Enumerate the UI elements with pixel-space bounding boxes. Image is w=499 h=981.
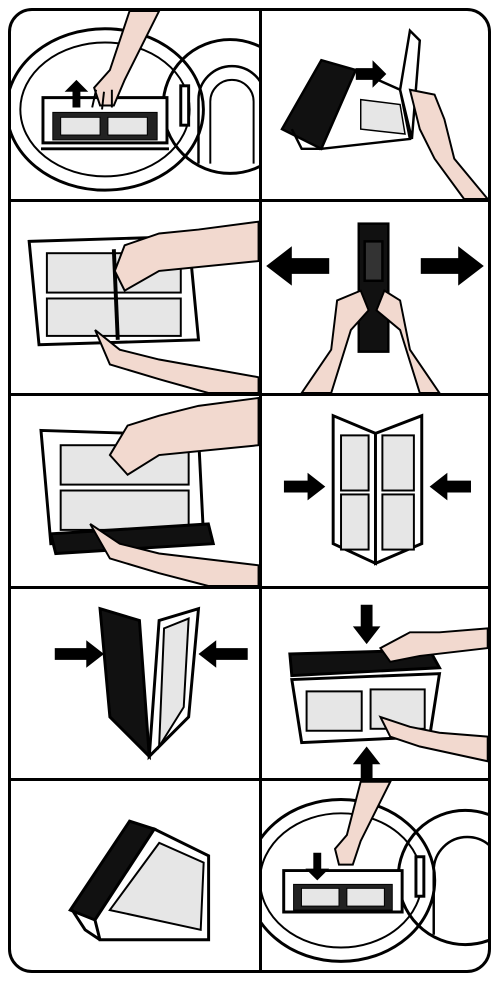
arrow-up-icon — [353, 747, 381, 779]
door-seal — [163, 40, 259, 174]
arrow-right-icon — [284, 473, 325, 501]
panel-5-remove-lint-outer — [11, 396, 262, 589]
filter-frame — [359, 224, 389, 352]
panel-7-close-filter — [11, 589, 262, 781]
clean-outer-mesh-illustration — [11, 396, 259, 586]
panel-2-unfold-filter — [262, 11, 488, 202]
panel-1-pull-out-filter — [11, 11, 262, 202]
pull-filter-apart-illustration — [262, 202, 488, 393]
hand — [410, 90, 488, 199]
arrow-right-icon — [421, 246, 484, 285]
arrow-left-icon — [198, 640, 247, 668]
panel-8-press-together — [262, 589, 488, 781]
panel-4-pull-apart — [262, 202, 488, 396]
arrow-left-icon — [430, 473, 471, 501]
filter-frame — [70, 821, 208, 940]
panel-9-filter-closed — [11, 781, 262, 970]
panel-10-insert-filter — [262, 781, 488, 970]
door-seal — [398, 810, 488, 944]
hand — [92, 11, 159, 109]
remove-filter-illustration — [11, 11, 259, 199]
panel-grid — [8, 8, 491, 973]
closed-filter-illustration — [11, 781, 259, 970]
panel-3-remove-lint-inner — [11, 202, 262, 396]
clean-inner-mesh-illustration — [11, 202, 259, 393]
press-filter-illustration — [262, 589, 488, 778]
arrow-left-icon — [266, 246, 329, 285]
arrow-down-icon — [353, 605, 381, 644]
filter-frame — [333, 416, 422, 564]
arrow-right-icon — [55, 640, 104, 668]
unfold-filter-illustration — [262, 11, 488, 199]
fold-filter-illustration — [262, 396, 488, 586]
filter-frame — [100, 609, 198, 757]
close-filter-illustration — [11, 589, 259, 778]
filter-frame — [282, 31, 420, 149]
panel-6-fold-halves — [262, 396, 488, 589]
lint-filter — [284, 871, 402, 912]
insert-filter-illustration — [262, 781, 488, 970]
